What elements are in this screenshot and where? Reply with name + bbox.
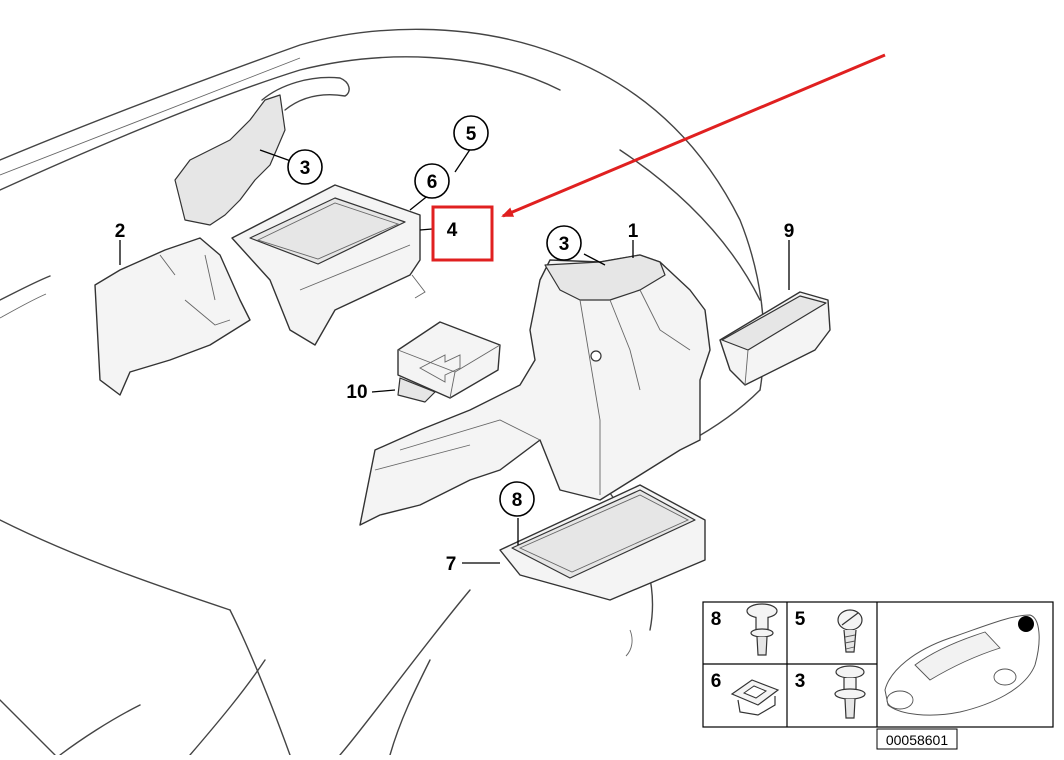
part-9-pocket [719,291,831,386]
callout-8: 8 [512,490,523,511]
location-dot [1018,616,1034,632]
part-2-left-trim [94,76,350,396]
part-1-main-trim [359,254,711,526]
legend-label-8: 8 [711,609,722,630]
callout-3a-circle [287,149,323,185]
callout-6: 6 [427,172,438,193]
highlight-arrow [501,53,886,218]
part-7-lower-tray [499,484,706,601]
callout-4: 4 [447,220,458,241]
callout-7: 7 [446,554,457,575]
callout-9: 9 [784,221,795,242]
callout-3a: 3 [300,158,311,179]
part-10-box [397,321,501,403]
part-4-tray [231,184,426,346]
highlight-box [431,205,494,262]
callout-5-circle [453,115,489,151]
callout-1: 1 [628,221,639,242]
clip-3-icon [834,665,866,719]
diagram-code-box [876,728,958,750]
callout-10: 10 [346,382,367,403]
clip-8-icon [746,603,778,656]
callout-3b: 3 [559,234,570,255]
fastener-legend: 8 5 6 3 [702,601,1054,750]
diagram-code: 00058601 [886,732,949,748]
legend-label-6: 6 [711,671,722,692]
callout-3b-circle [546,225,582,261]
callout-8-circle [499,481,535,517]
callout-2: 2 [115,221,126,242]
screw-5-icon [837,609,863,653]
car-location-icon [884,614,1040,716]
legend-label-5: 5 [795,609,806,630]
grommet-6-icon [730,679,780,716]
callout-6-circle [414,163,450,199]
callout-5: 5 [466,124,477,145]
legend-label-3: 3 [795,671,806,692]
callouts: 2 3 5 6 4 3 1 9 10 8 7 [115,115,795,575]
